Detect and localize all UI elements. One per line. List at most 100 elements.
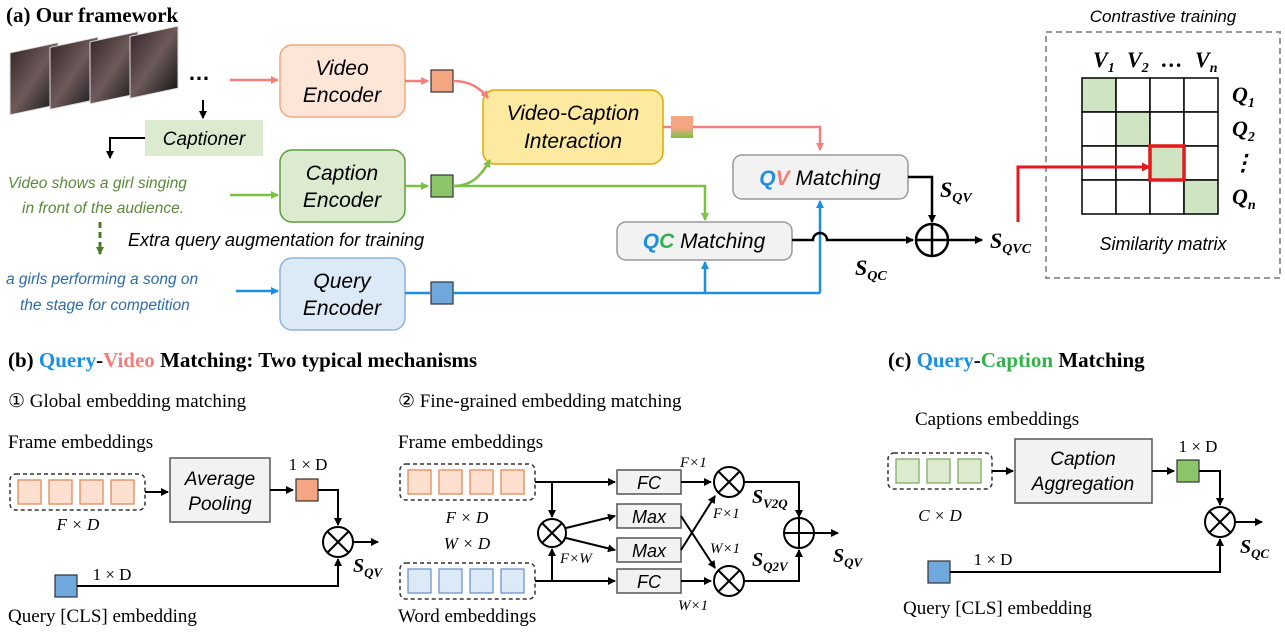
frame-token [407, 469, 432, 495]
qc-q: Q [643, 230, 659, 253]
aggregated-caption-token [1176, 459, 1200, 483]
caption-embedding-token [430, 174, 454, 198]
s-q2v-label: SQ2V [752, 549, 789, 574]
word-token [438, 568, 463, 594]
matrix-cell [1149, 77, 1185, 113]
video-frames [9, 25, 179, 116]
matrix-row-header: ⋮ [1232, 150, 1254, 175]
caption-to-mult-arrow [1199, 470, 1224, 506]
pooled-to-mult-arrow [318, 489, 342, 526]
qv-q: Q [759, 167, 775, 190]
qv-matching-label: QV Matching [759, 167, 881, 190]
caption-embedding-to-qc-arrow [453, 184, 709, 221]
fc-label-top: FC [637, 473, 662, 493]
qv-rest: Matching [790, 167, 881, 190]
mechanism-2-label: ② Fine-grained embedding matching [398, 391, 682, 412]
query-to-mult-c-arrow [950, 538, 1224, 573]
qv-score-line [908, 175, 936, 223]
caption-token [926, 458, 951, 484]
matrix-cell [1115, 77, 1151, 113]
qc-matching-label: QC Matching [643, 230, 766, 253]
f-by-d-label-1: F × D [56, 515, 100, 534]
part-a-title: (a) Our framework [6, 3, 179, 27]
captioner-to-caption-arrow [106, 137, 145, 159]
matrix-cell [1149, 179, 1185, 215]
augmented-query-line2: the stage for competition [20, 297, 190, 314]
word-token [407, 568, 432, 594]
caption-token [895, 458, 920, 484]
matrix-row-header: Qn [1232, 184, 1256, 213]
mechanism-1-label: ① Global embedding matching [8, 391, 247, 412]
frame-token [48, 479, 73, 505]
multiply-operator-q2v [713, 565, 745, 597]
query-embedding-token [430, 281, 454, 305]
one-by-d-label-c1: 1 × D [1179, 437, 1218, 456]
video-embedding-to-interaction-arrow [452, 79, 489, 99]
f-by-d-label-2: F × D [445, 508, 489, 527]
matrix-col-header: V1 [1093, 47, 1115, 76]
matrix-cell [1183, 145, 1219, 181]
matrix-cell [1081, 179, 1117, 215]
one-by-d-label-c2: 1 × D [974, 550, 1013, 569]
matrix-cell [1115, 145, 1151, 181]
video-frame [129, 25, 179, 99]
word-tokens [407, 568, 525, 594]
s-qv-label-b2: SQV [833, 545, 864, 570]
frame-tokens-2 [407, 469, 525, 495]
fc-box-top [616, 469, 682, 495]
extra-query-label: Extra query augmentation for training [128, 230, 424, 250]
frame-embeddings-group-2 [399, 463, 536, 501]
matrix-cell [1081, 77, 1117, 113]
query-encoder-label-2: Encoder [303, 297, 382, 320]
word-embeddings-group [399, 562, 536, 600]
interaction-label-1: Video-Caption [507, 102, 640, 125]
fc-label-bottom: FC [637, 572, 662, 592]
video-encoder-label-2: Encoder [303, 84, 382, 107]
generated-caption-line1: Video shows a girl singing [8, 175, 187, 192]
v2q-to-sum-arrow [744, 481, 803, 518]
multiply-operator-cross [537, 518, 567, 548]
caption-aggregation-label-2: Aggregation [1031, 474, 1134, 495]
video-embedding-token [430, 69, 454, 93]
frame-token [17, 479, 42, 505]
word-token [469, 568, 494, 594]
frame-embeddings-label-2: Frame embeddings [398, 432, 543, 453]
s-v2q-label: SV2Q [752, 486, 788, 511]
matrix-col-headers: V1 V2 … Vn [1093, 47, 1218, 76]
matrix-col-header: V2 [1127, 47, 1149, 76]
max-top-to-mult-bottom [680, 515, 716, 569]
augmented-query-line1: a girls performing a song on [6, 271, 198, 288]
pooled-video-token [295, 478, 319, 502]
similarity-matrix [1081, 77, 1219, 215]
q2v-to-sum-arrow [744, 549, 803, 582]
matrix-cell [1115, 111, 1151, 147]
generated-caption-line2: in front of the audience. [22, 200, 184, 217]
query-cls-label-c: Query [CLS] embedding [903, 598, 1092, 619]
frame-token [110, 479, 135, 505]
similarity-matrix-label: Similarity matrix [1099, 234, 1227, 254]
caption-aggregation-label-1: Caption [1050, 449, 1116, 470]
matrix-row-header: Q1 [1232, 82, 1255, 111]
cross-to-max-top-arrow [565, 513, 616, 529]
part-b-title: (b) Query-Video Matching: Two typical me… [8, 348, 477, 372]
sum-operator [914, 222, 950, 258]
part-c-title: (c) Query-Caption Matching [888, 348, 1145, 372]
matrix-cell [1081, 145, 1117, 181]
matrix-col-header: Vn [1195, 47, 1218, 76]
one-by-d-label-2: 1 × D [93, 565, 132, 584]
s-qv-label: SQV [940, 177, 973, 206]
frame-embeddings-group-1 [9, 473, 146, 511]
frame-tokens-1 [17, 479, 135, 505]
sum-operator-b [783, 517, 815, 549]
fused-embedding-token [671, 116, 693, 138]
captioner-label: Captioner [163, 129, 246, 150]
w-by-1-label-mid: W×1 [710, 541, 740, 557]
query-cls-token-1 [54, 574, 78, 598]
matrix-col-header: … [1161, 47, 1183, 72]
s-qv-label-b1: SQV [353, 555, 384, 580]
frame-token [438, 469, 463, 495]
max-box-bottom [616, 537, 682, 563]
f-by-1-label-mid: F×1 [712, 506, 740, 522]
